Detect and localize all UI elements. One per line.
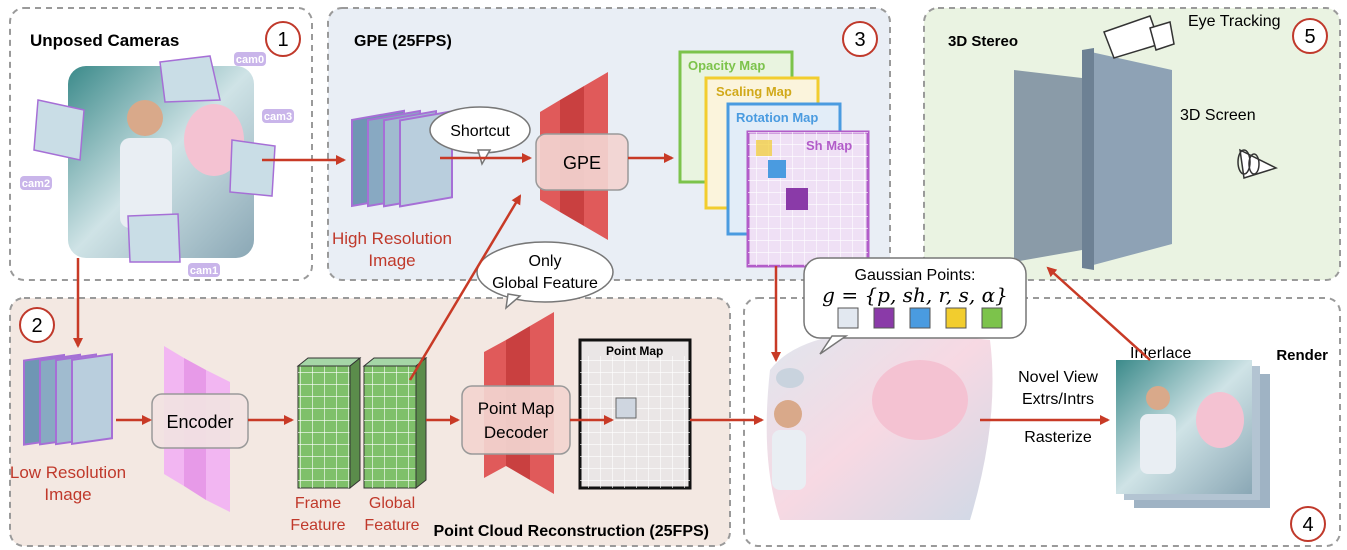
point-cube bbox=[615, 397, 637, 419]
sh-cube bbox=[786, 188, 808, 210]
frame-feature-line2: Feature bbox=[290, 517, 345, 534]
stereo-display bbox=[1014, 48, 1172, 270]
interlace-label: Interlace bbox=[1130, 345, 1191, 362]
novel-view-line1: Novel View bbox=[1018, 369, 1098, 386]
scaling-map-label: Scaling Map bbox=[716, 84, 792, 99]
opacity-color-cube bbox=[981, 307, 1003, 329]
step-number-4: 4 bbox=[1302, 514, 1313, 536]
novel-view-line2: Extrs/Intrs bbox=[1022, 391, 1094, 408]
gaussian-points-bubble: Gaussian Points: g = {p, sh, r, s, α} bbox=[803, 257, 1027, 355]
shortcut-label: Shortcut bbox=[450, 123, 510, 140]
camera-label-1: cam1 bbox=[190, 265, 218, 277]
step-badge-4 bbox=[1290, 506, 1326, 542]
rotation-cube bbox=[768, 160, 786, 178]
step-badge-3 bbox=[842, 21, 878, 57]
gaussian-formula: g = {p, sh, r, s, α} bbox=[822, 283, 1008, 307]
camera-frustum-2 bbox=[33, 99, 85, 161]
panel-4-title: Render bbox=[1276, 347, 1328, 364]
frame-feature-line1: Frame bbox=[295, 495, 341, 512]
high-res-label-line2: Image bbox=[368, 251, 415, 270]
only-global-feature-bubble: Only Global Feature bbox=[476, 241, 614, 310]
attribute-maps: Opacity Map Scaling Map Rotation Map Sh … bbox=[678, 50, 870, 268]
high-res-label-line1: High Resolution bbox=[332, 229, 452, 248]
low-res-label-line2: Image bbox=[44, 485, 91, 504]
decoder-label-line1: Point Map bbox=[478, 399, 555, 418]
camera-labels: cam0 cam1 cam2 cam3 bbox=[20, 52, 294, 277]
eye-tracking-label: Eye Tracking bbox=[1188, 13, 1280, 30]
encoder-network: Encoder bbox=[151, 346, 249, 512]
global-feature-grid bbox=[362, 356, 428, 490]
gpe-network: GPE bbox=[535, 72, 629, 240]
sh-map-label: Sh Map bbox=[806, 138, 852, 153]
viewer-eyes-icon bbox=[1237, 148, 1278, 179]
camera-label-2: cam2 bbox=[22, 178, 50, 190]
camera-frustum-0 bbox=[159, 55, 221, 103]
reconstructed-scene bbox=[766, 330, 993, 520]
step-number-1: 1 bbox=[277, 29, 288, 51]
sh-color-cube bbox=[873, 307, 895, 329]
decoder-box bbox=[461, 385, 571, 455]
step-number-3: 3 bbox=[854, 29, 865, 51]
camera-label-0: cam0 bbox=[236, 54, 264, 66]
point-map: Point Map bbox=[578, 338, 692, 490]
camera-label-3: cam3 bbox=[264, 111, 292, 123]
rotation-map-label: Rotation Map bbox=[736, 110, 818, 125]
panel-2-title: Point Cloud Reconstruction (25FPS) bbox=[433, 523, 709, 540]
low-res-label-line1: Low Resolution bbox=[10, 463, 126, 482]
camera-frustum-3 bbox=[229, 139, 276, 197]
flow-arrows bbox=[73, 153, 1151, 425]
3d-screen-panel bbox=[1082, 50, 1172, 268]
interlaced-image bbox=[1014, 70, 1082, 262]
rotation-color-cube bbox=[909, 307, 931, 329]
point-map-label: Point Map bbox=[606, 344, 663, 358]
eye-tracking-camera-icon bbox=[1103, 15, 1175, 59]
3d-screen-label: 3D Screen bbox=[1180, 107, 1256, 124]
encoder-label: Encoder bbox=[166, 412, 233, 432]
gpe-module-label: GPE bbox=[563, 153, 601, 173]
shortcut-bubble: Shortcut bbox=[429, 106, 531, 166]
frame-feature-grid bbox=[296, 356, 362, 490]
global-feature-label: Global Feature bbox=[492, 275, 598, 292]
arrow-global-to-gpe bbox=[408, 194, 522, 381]
only-label: Only bbox=[529, 253, 562, 270]
step-badge-1 bbox=[265, 21, 301, 57]
position-cube bbox=[837, 307, 859, 329]
high-resolution-image-stack bbox=[351, 109, 453, 208]
camera-frustums bbox=[33, 55, 276, 263]
gaussian-points-title: Gaussian Points: bbox=[855, 267, 976, 284]
rasterize-label: Rasterize bbox=[1024, 429, 1092, 446]
opacity-map-label: Opacity Map bbox=[688, 58, 765, 73]
step-number-5: 5 bbox=[1304, 26, 1315, 48]
panel-1-title: Unposed Cameras bbox=[30, 31, 179, 50]
camera-frustum-1 bbox=[127, 213, 181, 263]
gpe-module-box bbox=[535, 133, 629, 191]
decoder-label-line2: Decoder bbox=[484, 423, 549, 442]
step-number-2: 2 bbox=[31, 315, 42, 337]
input-photo bbox=[68, 66, 254, 258]
low-resolution-image-stack bbox=[23, 353, 113, 446]
global-feature-line2: Feature bbox=[364, 517, 419, 534]
panel-3-title: GPE (25FPS) bbox=[354, 33, 452, 50]
step-badge-5 bbox=[1292, 18, 1328, 54]
scaling-color-cube bbox=[945, 307, 967, 329]
panel-5-title: 3D Stereo bbox=[948, 33, 1018, 50]
arrow-render-to-stereo bbox=[1046, 266, 1151, 361]
global-feature-line1: Global bbox=[369, 495, 415, 512]
rendered-views-stack bbox=[1116, 360, 1270, 508]
step-badge-2 bbox=[19, 307, 55, 343]
